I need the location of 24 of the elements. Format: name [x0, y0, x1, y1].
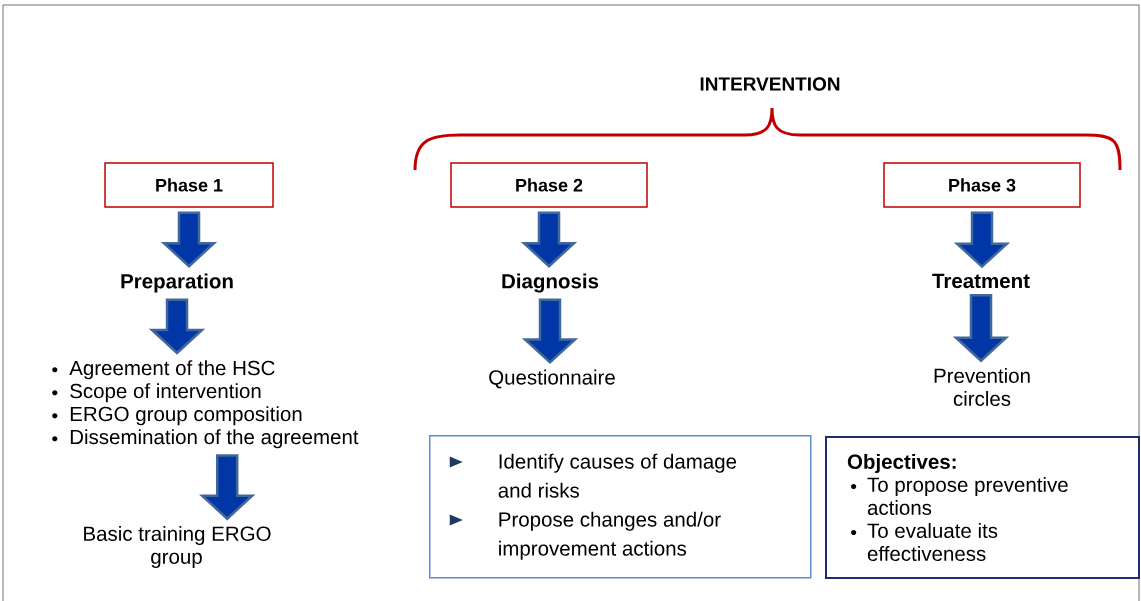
- block-arrow: [952, 294, 1010, 363]
- phase-box: Phase 2: [450, 162, 648, 208]
- stage-text: Questionnaire: [489, 369, 615, 389]
- node-label: Dissemination of the agreement: [70, 429, 359, 449]
- bullet-list: Agreement of the HSC Scope of intervention ERGO group composition Dissemination of the agreement: [52, 360, 359, 449]
- phase-box: Phase 3: [883, 162, 1081, 208]
- block-arrow: [953, 211, 1011, 269]
- action-box: Identify causes of damage and risks Propose changes and/or improvement actions: [429, 435, 812, 579]
- block-arrow: [521, 298, 579, 365]
- stage-title: Treatment: [932, 273, 1030, 289]
- block-arrow: [148, 298, 206, 355]
- block-arrow: [520, 211, 578, 268]
- stage-title: Diagnosis: [502, 273, 599, 293]
- block-arrow: [199, 454, 256, 521]
- node-label: Scope of intervention: [70, 383, 261, 403]
- node-label: Agreement of the HSC: [69, 360, 275, 380]
- heading: INTERVENTION: [700, 77, 840, 91]
- node-label: ERGO group composition: [70, 406, 302, 426]
- stage-title: Preparation: [121, 273, 233, 293]
- objectives-box: Objectives: To propose preventive actions To evaluate its effectiveness: [825, 436, 1140, 579]
- stage-text: Prevention circles: [934, 367, 1030, 406]
- block-arrow: [160, 211, 218, 268]
- phase-box: Phase 1: [104, 162, 274, 208]
- stage-text: Basic training ERGO group: [84, 525, 271, 569]
